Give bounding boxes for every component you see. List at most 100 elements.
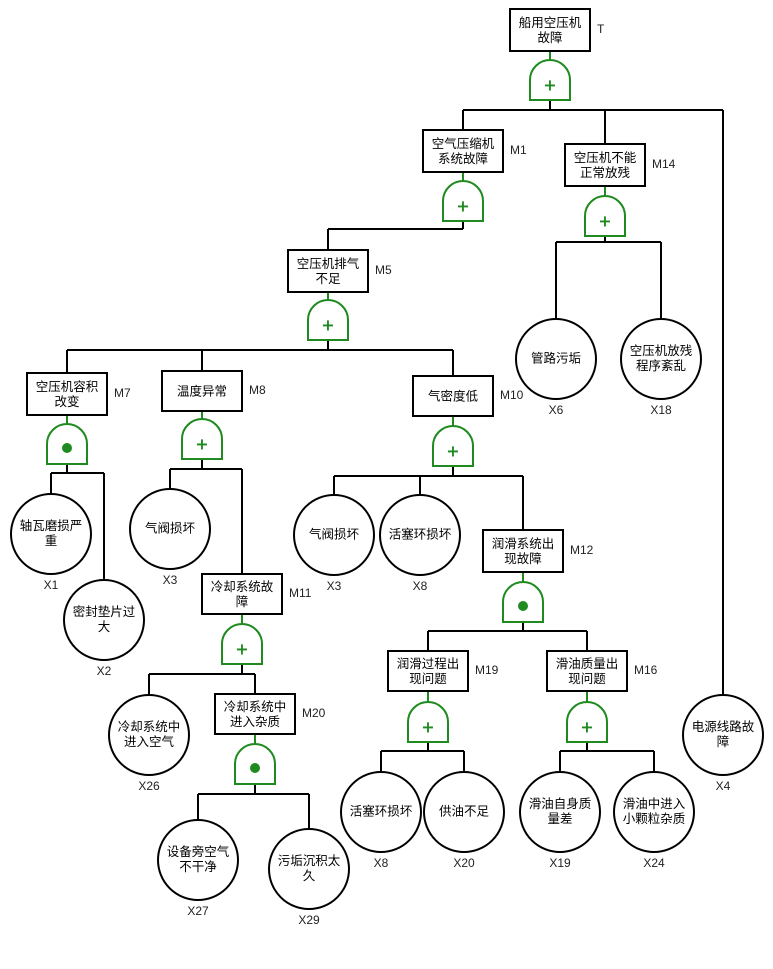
event-code-label: X4: [716, 779, 731, 793]
event-label-line: 船用空压机: [519, 15, 582, 30]
event-box[interactable]: [201, 573, 283, 615]
event-label-line: 活塞环损坏: [389, 527, 452, 542]
event-label-line: 进入空气: [124, 734, 175, 749]
event-code-label: X1: [44, 578, 59, 592]
event-circle[interactable]: [340, 771, 422, 853]
event-code-label: X18: [650, 403, 672, 417]
event-code-label: X27: [187, 904, 209, 918]
and-symbol-icon: [518, 601, 528, 611]
event-label-line: 障: [236, 594, 249, 609]
event-circle[interactable]: [129, 488, 211, 570]
event-label-line: 重: [45, 533, 58, 548]
or-symbol-icon: +: [456, 197, 469, 216]
or-symbol-icon: +: [543, 76, 556, 95]
event-label-line: 不干净: [179, 859, 217, 874]
or-gate-m14: +: [584, 195, 626, 237]
event-box[interactable]: [546, 650, 628, 692]
event-circle[interactable]: [63, 579, 145, 661]
event-code-label: X19: [549, 856, 571, 870]
event-box[interactable]: [387, 650, 469, 692]
or-gate-m5: +: [307, 299, 349, 341]
event-circle[interactable]: [108, 694, 190, 776]
event-code-label: M19: [475, 663, 499, 677]
event-code-label: M12: [570, 543, 594, 557]
event-label-line: 现问题: [409, 671, 447, 686]
event-circle[interactable]: [157, 819, 239, 901]
gate-shape: [181, 418, 223, 460]
event-label-line: 现故障: [504, 551, 542, 566]
event-circle[interactable]: [519, 771, 601, 853]
event-label-line: 温度异常: [177, 384, 227, 399]
event-box[interactable]: [509, 8, 591, 52]
event-code-label: M16: [634, 663, 658, 677]
event-circle[interactable]: [10, 493, 92, 575]
event-label-line: 滑油中进入: [623, 796, 686, 811]
event-label-line: 量差: [547, 811, 572, 826]
event-circle[interactable]: [293, 494, 375, 576]
gate-shape: [432, 425, 474, 467]
event-box[interactable]: [214, 693, 296, 735]
event-box[interactable]: [412, 375, 494, 417]
event-code-label: X2: [97, 664, 112, 678]
event-box[interactable]: [161, 370, 243, 412]
event-code-label: M1: [510, 143, 527, 157]
event-label-line: 空压机放残: [630, 343, 693, 358]
or-gate-m11: +: [221, 623, 263, 665]
event-label-line: 冷却系统中: [118, 719, 181, 734]
event-box[interactable]: [26, 372, 108, 416]
or-gate-t: +: [529, 59, 571, 101]
gate-shape: [584, 195, 626, 237]
intermediate-event-m8[interactable]: 温度异常 M8: [161, 370, 266, 412]
event-box[interactable]: [422, 129, 504, 173]
event-label-line: 气密度低: [428, 389, 479, 404]
event-circle[interactable]: [423, 771, 505, 853]
event-circle[interactable]: [379, 494, 461, 576]
event-circle[interactable]: [613, 771, 695, 853]
event-label-line: 空气压缩机: [432, 136, 495, 151]
event-box[interactable]: [482, 529, 564, 573]
event-label-line: 气阀损坏: [145, 521, 196, 536]
or-gate-m8: +: [181, 418, 223, 460]
event-label-line: 空压机不能: [574, 150, 637, 165]
event-circle[interactable]: [682, 694, 764, 776]
event-code-label: X3: [327, 579, 342, 593]
event-label-line: 程序紊乱: [636, 358, 686, 373]
event-label-line: 故障: [537, 30, 562, 45]
event-code-label: M8: [249, 383, 266, 397]
event-circle[interactable]: [268, 828, 350, 910]
event-label-line: 管路污垢: [531, 351, 581, 366]
event-circle[interactable]: [515, 318, 597, 400]
event-circle[interactable]: [620, 318, 702, 400]
event-box[interactable]: [287, 249, 369, 293]
and-gate-m12: [502, 581, 544, 623]
event-label-line: 润滑系统出: [492, 536, 555, 551]
event-code-label: M20: [302, 706, 326, 720]
event-box[interactable]: [564, 143, 646, 187]
